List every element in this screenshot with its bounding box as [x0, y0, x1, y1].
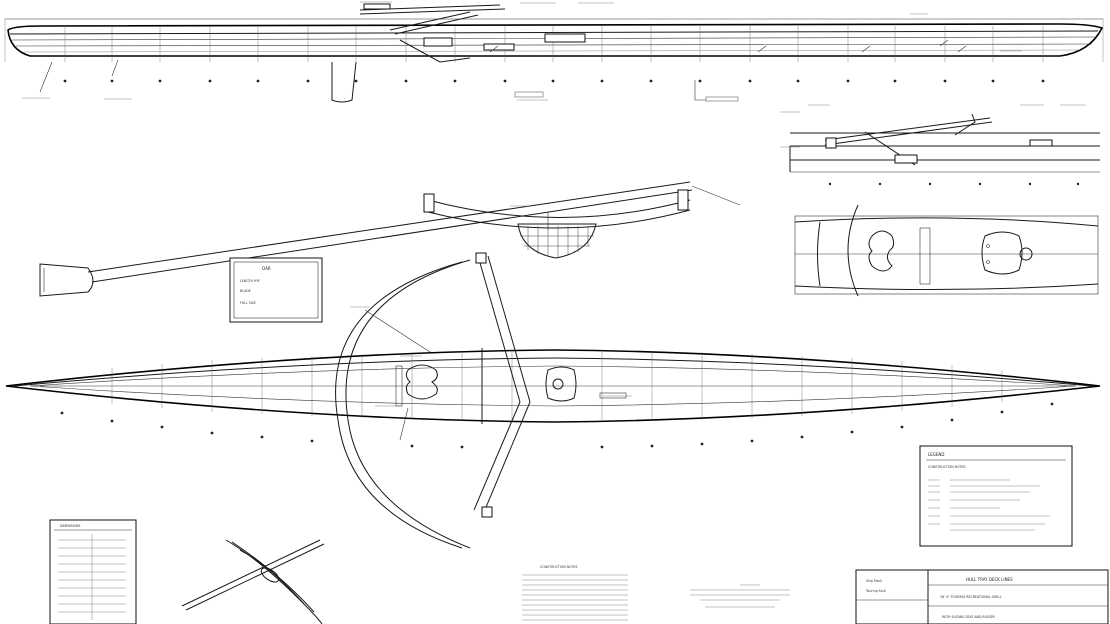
oar-spec-box: OAR LENGTH 9'6" BLADE FULL SIZE	[229, 257, 323, 323]
title-block-line-2: 18' 4" TOURING RECREATIONAL SHELL	[940, 595, 1002, 599]
title-block: Ship Modl Touring Scull HULL TRAY DECK L…	[855, 569, 1109, 624]
title-block-left-1: Ship Modl	[866, 579, 882, 583]
legend-heading: LEGEND	[928, 452, 944, 457]
oar-rigger-view	[39, 181, 741, 297]
dimensions-table: DIMENSIONS	[49, 519, 137, 624]
title-block-line-1: HULL TRAY DECK LINES	[966, 577, 1013, 582]
detail-views	[780, 104, 1100, 297]
construction-notes: CONSTRUCTION NOTES	[522, 565, 790, 621]
title-block-line-3: WITH SLIDING SEAT AND RIGGER	[942, 615, 996, 619]
legend-subheading: CONSTRUCTION NOTES	[928, 465, 966, 469]
construction-notes-heading: CONSTRUCTION NOTES	[540, 565, 578, 569]
title-block-left-2: Touring Scull	[865, 589, 886, 593]
legend-box: LEGEND CONSTRUCTION NOTES	[919, 445, 1073, 547]
deck-plan-view	[5, 252, 1101, 549]
oar-spec-line-2: BLADE	[240, 289, 251, 293]
profile-view	[4, 1, 1104, 103]
oar-spec-heading: OAR	[262, 266, 271, 271]
dimensions-heading: DIMENSIONS	[60, 524, 80, 528]
oar-spec-line-3: FULL SIZE	[240, 301, 256, 305]
perspective-view	[181, 539, 325, 624]
oar-spec-line-1: LENGTH 9'6"	[240, 279, 261, 283]
